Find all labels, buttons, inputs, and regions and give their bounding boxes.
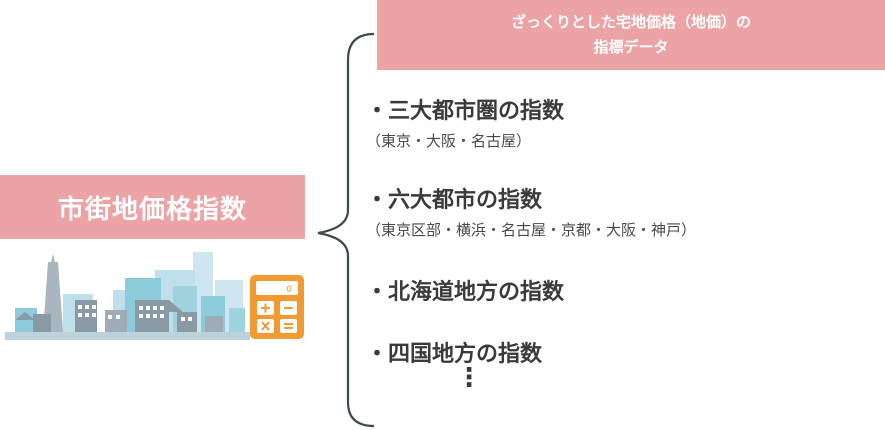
header-line-1: ざっくりとした宅地価格（地価）の <box>510 13 751 31</box>
curly-brace <box>317 32 375 428</box>
item-title-hokkaido: ・北海道地方の指数 <box>366 280 565 305</box>
more-items-ellipsis: ⋮ <box>456 363 482 393</box>
item-title-shikoku: ・四国地方の指数 <box>366 342 543 367</box>
header-line-2: 指標データ <box>593 38 669 56</box>
calculator-icon: 0 <box>250 275 304 339</box>
index-category-label: 市街地価格指数 <box>57 194 247 225</box>
item-title-six-cities: ・六大都市の指数 <box>366 188 543 213</box>
header-description-box: ざっくりとした宅地価格（地価）の 指標データ <box>377 0 885 70</box>
index-category-box: 市街地価格指数 <box>0 175 305 239</box>
svg-text:0: 0 <box>286 285 292 295</box>
item-sub-six-cities: （東京区部・横浜・名古屋・京都・大阪・神戸） <box>366 221 697 239</box>
item-sub-three-metros: （東京・大阪・名古屋） <box>366 132 532 150</box>
city-skyline-icon <box>5 252 250 340</box>
item-title-three-metros: ・三大都市圏の指数 <box>366 99 565 124</box>
